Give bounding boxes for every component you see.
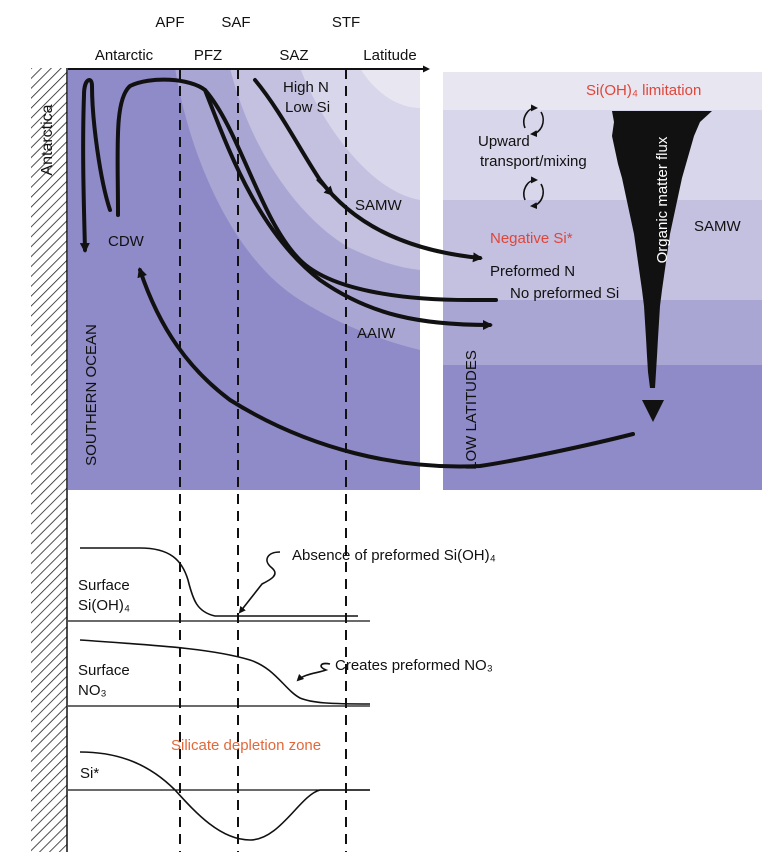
southern-ocean-panel — [68, 68, 420, 490]
southern-ocean-label: SOUTHERN OCEAN — [83, 324, 100, 466]
surface-no3-profile — [68, 639, 371, 707]
silicate-depletion-label: Silicate depletion zone — [171, 737, 321, 754]
low-si-label: Low Si — [285, 99, 330, 116]
deep-return-curve — [137, 267, 635, 469]
saf-label: SAF — [221, 14, 250, 31]
samw-arrow-mid — [316, 178, 335, 197]
cdw-downwelling-curve — [79, 77, 112, 253]
no3-label: NO₃ — [78, 682, 107, 699]
antarctica-hatched-strip — [31, 68, 67, 852]
aaiw-curve — [203, 88, 493, 330]
low-latitudes-label: LOW LATITUDES — [463, 350, 480, 470]
low-latitudes-panel — [443, 72, 762, 490]
si-star-label: Si* — [80, 765, 99, 782]
antarctic-label: Antarctic — [95, 47, 154, 64]
upward-label: Upward — [478, 133, 530, 150]
high-n-label: High N — [283, 79, 329, 96]
si-limitation-label: Si(OH)₄ limitation — [586, 82, 701, 99]
samw-left-label: SAMW — [355, 197, 403, 214]
absence-label: Absence of preformed Si(OH)₄ — [292, 547, 496, 564]
sioh4-label: Si(OH)₄ — [78, 597, 130, 614]
cdw-upwelling-curve — [115, 77, 498, 303]
si-star-profile — [68, 751, 370, 841]
transport-mixing-label: transport/mixing — [480, 153, 587, 170]
pfz-label: PFZ — [194, 47, 222, 64]
surface1-label: Surface — [78, 577, 130, 594]
apf-label: APF — [155, 14, 184, 31]
surface2-label: Surface — [78, 662, 130, 679]
latitude-label: Latitude — [363, 47, 416, 64]
no-preformed-si-label: No preformed Si — [510, 285, 619, 302]
organic-flux-label: Organic matter flux — [654, 136, 671, 263]
circular-arrows-icon — [523, 104, 544, 138]
aaiw-label: AAIW — [357, 325, 396, 342]
antarctica-label: Antarctica — [39, 104, 56, 175]
negative-si-label: Negative Si* — [490, 230, 573, 247]
flux-arrowhead-icon — [642, 400, 664, 422]
organic-flux-cone-icon — [612, 111, 712, 388]
surface-sioh4-profile — [68, 547, 370, 622]
samw-right-label: SAMW — [694, 218, 742, 235]
saz-label: SAZ — [279, 47, 308, 64]
creates-label: Creates preformed NO₃ — [335, 657, 493, 674]
preformed-n-label: Preformed N — [490, 263, 575, 280]
stf-label: STF — [332, 14, 360, 31]
circular-arrows-icon-2 — [523, 176, 544, 210]
cdw-label: CDW — [108, 233, 145, 250]
